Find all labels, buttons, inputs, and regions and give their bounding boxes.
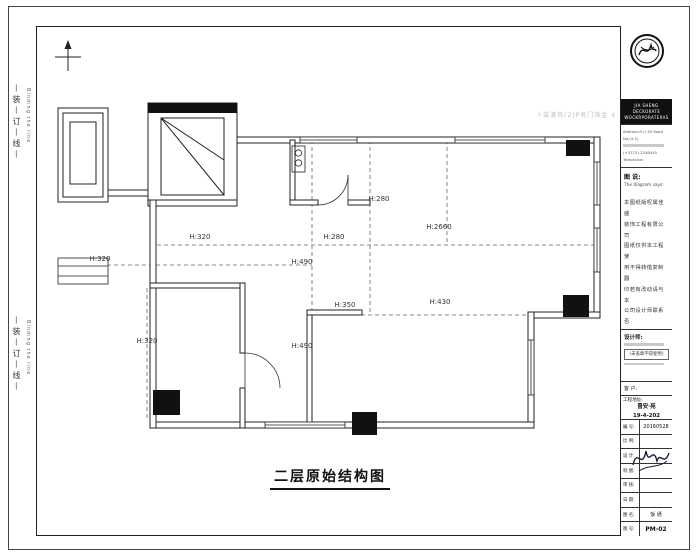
wall-center-stub — [306, 309, 363, 316]
column — [352, 412, 377, 435]
door-swings — [244, 174, 349, 389]
wall-room-divider-a — [239, 282, 246, 354]
address-cell: Address:Fu J 45 Road No.(4-1) (+3373)-22… — [621, 125, 672, 168]
project-unit: 19-4-202 — [633, 412, 660, 419]
designer-label: 设计师: — [624, 335, 643, 341]
notes-line: 用不得转借复制翻 — [624, 265, 664, 282]
titleblock-rows: 编 号: 20160528 比 例: 设 计: 制 图: 审 核: 日 期: — [621, 420, 672, 536]
notes-line: 公司设计师联系否 — [624, 308, 664, 326]
row-scale: 比 例: — [621, 434, 672, 450]
notes-line: 图纸仅供本工程使 — [624, 243, 664, 261]
stairwell — [147, 102, 238, 207]
wall-room-divider-b — [239, 387, 246, 429]
floor-plan-svg: H:320 H:320 H:280 H:280 H:2660 H:490 H:3… — [55, 40, 601, 435]
notes-line: 装饰工程有限公司 — [624, 221, 664, 239]
north-arrow-icon — [55, 40, 81, 71]
signature-scribble — [632, 450, 670, 472]
designer-cell: 设计师: (未盖章不得使用) — [621, 330, 672, 382]
project-address-cell: 工程地址: 晋安·苑 19-4-202 — [621, 396, 672, 420]
dim-label: H:430 — [430, 298, 451, 306]
stove-icon — [291, 145, 306, 173]
stamp-notice: (未盖章不得使用) — [624, 348, 669, 360]
dim-label: H:280 — [369, 195, 390, 203]
row-sheet-name: 图 名: 饭 通 — [621, 507, 672, 523]
dim-label: H:320 — [190, 233, 211, 241]
row-sheet-number: 图 号: PM-02 — [621, 522, 672, 536]
wall-left — [149, 199, 157, 429]
telephone-label: Telephone: — [623, 157, 644, 163]
designer-fineprint — [624, 362, 664, 365]
notes-line: 印若有改动请与本 — [624, 286, 664, 304]
notes-paragraph: 本图纸版权属佳盛 装饰工程有限公司 图纸仅供本工程使 用不得转借复制翻 印若有改… — [624, 198, 669, 329]
notes-label-en: The diagram says: — [624, 183, 664, 188]
project-address-label: 工程地址: — [623, 398, 643, 403]
row-design: 设 计: — [621, 449, 672, 464]
designer-fineprint — [624, 343, 664, 346]
binding-mark-bottom: —装—订—线— Binding the line — [11, 316, 31, 393]
wall-kitchen-bottom-b — [347, 199, 371, 206]
dim-label: H:350 — [335, 301, 356, 309]
notes-label: 图 说: — [624, 174, 641, 181]
binding-text-cn: —装—订—线— — [12, 84, 21, 161]
dim-label: H:320 — [137, 337, 158, 345]
address-line: Address:Fu J 45 Road No.(4-1) — [623, 129, 663, 142]
bay-window — [57, 257, 109, 285]
dim-label: H:280 — [324, 233, 345, 241]
company-name-strip: JIA SHENG DECKORATE WOCKRPORATERAS — [621, 99, 672, 124]
notes-line: 本图纸版权属佳盛 — [624, 200, 664, 217]
balcony-walls — [57, 107, 151, 203]
dim-label: H:490 — [292, 342, 313, 350]
diagram-notes-cell: 图 说: The diagram says: 本图纸版权属佳盛 装饰工程有限公司… — [621, 168, 672, 330]
dim-label: H:490 — [292, 258, 313, 266]
company-name-en-2: WOCKRPORATERAS — [624, 114, 669, 120]
row-number: 编 号: 20160528 — [621, 420, 672, 435]
faint-company-watermark: ＋装潢饰(2)P有门饰金 4 — [536, 112, 616, 119]
drawing-title: 二层原始结构图 — [240, 466, 420, 490]
beam-dashed-lines — [58, 140, 594, 428]
column — [563, 295, 589, 317]
client-row: 客 户: — [621, 382, 672, 396]
project-estate: 晋安·苑 — [637, 404, 656, 410]
address-fineprint — [623, 144, 665, 147]
column — [566, 140, 590, 156]
binding-text-en: Binding the line — [25, 88, 31, 144]
company-logo-cell: JIA SHENG DECKORATE WOCKRPORATERAS — [621, 26, 672, 125]
wall-kitchen-bottom-a — [289, 199, 319, 206]
structural-columns — [153, 140, 590, 435]
dim-label: H:320 — [90, 255, 111, 263]
row-date: 日 期: — [621, 493, 672, 508]
windows — [57, 136, 601, 429]
wall-center-vertical — [306, 309, 313, 429]
company-name-en-1: JIA SHENG DECKORATE — [632, 102, 661, 114]
wall-left-divider — [149, 282, 246, 289]
wall-kitchen-left — [289, 139, 296, 206]
row-review: 审 核: — [621, 478, 672, 494]
column — [153, 390, 180, 415]
binding-mark-top: —装—订—线— Binding the line — [11, 84, 31, 161]
binding-text-cn: —装—订—线— — [12, 316, 21, 393]
client-label: 客 户: — [624, 386, 638, 392]
phone-line: (+3373)-2246445 — [623, 149, 658, 155]
binding-text-en: Binding the line — [25, 320, 31, 376]
company-seal-icon — [629, 34, 664, 68]
outer-border — [8, 6, 690, 550]
dim-label: H:2660 — [426, 223, 451, 231]
